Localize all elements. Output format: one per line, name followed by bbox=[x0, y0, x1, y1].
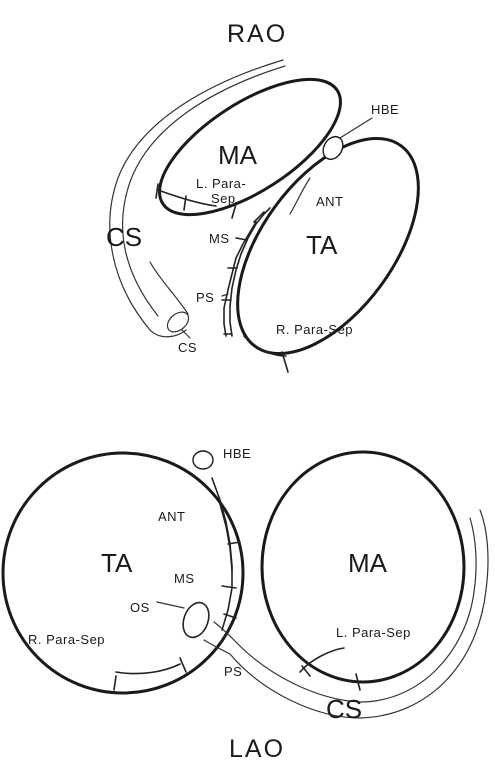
rao-ant-bracket bbox=[289, 177, 311, 215]
rao-septal-segments-outer bbox=[223, 221, 257, 337]
rao-hbe-label: HBE bbox=[371, 102, 399, 117]
lao-ps-label: PS bbox=[224, 664, 242, 679]
lao-septal-segments-inner bbox=[219, 503, 233, 571]
rao-r-para-sep-label: R. Para-Sep bbox=[276, 322, 353, 337]
lao-ma-label: MA bbox=[348, 548, 388, 578]
lao-coronary-sinus-inner bbox=[233, 517, 477, 703]
lao-r-para-sep-bracket bbox=[115, 663, 181, 675]
lao-hbe-label: HBE bbox=[223, 446, 251, 461]
rao-hbe-marker bbox=[322, 135, 344, 161]
lao-mitral-annulus bbox=[260, 450, 466, 684]
lao-ta-label: TA bbox=[101, 548, 133, 578]
rao-l-para-sep-label-1: L. Para- bbox=[196, 176, 246, 191]
lao-coronary-sinus-outer bbox=[229, 509, 489, 719]
lao-seg-tick-2 bbox=[221, 585, 237, 589]
lao-tricuspid-annulus bbox=[1, 451, 245, 695]
rao-os-pointer bbox=[181, 329, 191, 339]
lao-view: TA MA HBE ANT MS OS R. Para-Sep L. Para-… bbox=[1, 446, 489, 763]
rao-view: RAO bbox=[106, 20, 420, 373]
rao-l-para-sep-tick-2 bbox=[183, 195, 187, 211]
rao-seg-tick-1 bbox=[253, 211, 265, 223]
lao-cs-label: CS bbox=[326, 694, 362, 724]
rao-ms-label: MS bbox=[209, 231, 230, 246]
rao-hbe-pointer bbox=[339, 117, 373, 139]
rao-cs-ostium bbox=[166, 311, 190, 333]
rao-l-para-sep-tick-1 bbox=[155, 183, 159, 199]
lao-os-pointer bbox=[156, 601, 185, 609]
rao-coronary-sinus-tube-top bbox=[149, 261, 189, 315]
rao-mitral-annulus bbox=[158, 77, 342, 217]
lao-seg-tick-3 bbox=[223, 613, 237, 619]
rao-seg-tick-2 bbox=[235, 237, 248, 241]
rao-l-para-sep-tick-3 bbox=[231, 203, 237, 219]
rao-os-cs-label: CS bbox=[178, 340, 197, 355]
lao-l-para-sep-tick-1 bbox=[301, 665, 311, 677]
rao-septal-segments bbox=[229, 207, 271, 337]
lao-l-para-sep-label: L. Para-Sep bbox=[336, 625, 411, 640]
rao-coronary-sinus-outer bbox=[109, 59, 284, 331]
lao-hbe-marker bbox=[192, 450, 214, 470]
rao-cs-label: CS bbox=[106, 222, 142, 252]
rao-coronary-sinus-inner bbox=[122, 65, 286, 317]
lao-os-ostium bbox=[182, 601, 210, 639]
rao-l-para-sep-label-2: Sep bbox=[211, 191, 236, 206]
lao-l-para-sep-bracket bbox=[299, 647, 345, 673]
rao-title: RAO bbox=[227, 20, 287, 48]
lao-ant-label: ANT bbox=[158, 509, 186, 524]
lao-r-para-sep-label: R. Para-Sep bbox=[28, 632, 105, 647]
lao-cs-tube-bottom bbox=[203, 639, 231, 655]
rao-r-para-sep-tick bbox=[281, 351, 289, 373]
lao-r-para-sep-tick-2 bbox=[179, 657, 187, 673]
lao-ms-label: MS bbox=[174, 571, 195, 586]
lao-seg-tick-1 bbox=[227, 541, 241, 545]
lao-l-para-sep-tick-2 bbox=[355, 673, 361, 691]
rao-ant-label: ANT bbox=[316, 194, 344, 209]
lao-septal-segments bbox=[211, 477, 233, 631]
rao-ps-pointer bbox=[221, 293, 229, 297]
rao-ma-label: MA bbox=[218, 140, 258, 170]
lao-cs-tube-top bbox=[213, 621, 235, 641]
rao-l-para-sep-bracket bbox=[157, 189, 217, 207]
rao-coronary-sinus-tube-bottom bbox=[149, 329, 187, 338]
rao-ta-label: TA bbox=[306, 230, 338, 260]
lao-os-label: OS bbox=[130, 600, 150, 615]
rao-ps-label: PS bbox=[196, 290, 214, 305]
lao-r-para-sep-tick-1 bbox=[113, 675, 117, 691]
lao-title: LAO bbox=[229, 735, 285, 763]
